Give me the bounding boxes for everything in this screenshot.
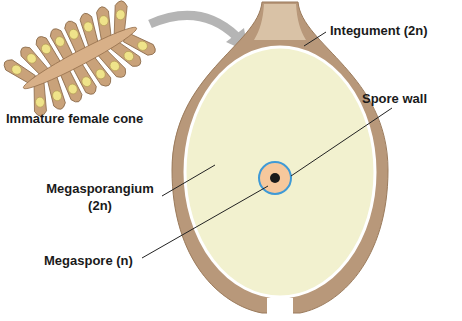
leader-line	[291, 108, 392, 176]
integument-neck	[254, 4, 306, 40]
female-cone	[0, 0, 163, 127]
part-label: Megasporangium (2n)	[40, 180, 160, 214]
megasporangium	[185, 47, 375, 297]
part-label: Megaspore (n)	[44, 252, 133, 269]
leader-line	[142, 186, 268, 258]
megaspore	[259, 162, 291, 194]
part-label: Spore wall	[362, 90, 427, 107]
leader-line	[304, 32, 326, 46]
zoom-arrow	[150, 15, 236, 36]
integument	[172, 2, 388, 313]
micropyle-opening	[267, 298, 293, 321]
part-label: Immature female cone	[6, 110, 143, 127]
leader-line	[162, 165, 215, 196]
part-label: Integument (2n)	[330, 22, 428, 39]
nucleus	[270, 173, 280, 183]
